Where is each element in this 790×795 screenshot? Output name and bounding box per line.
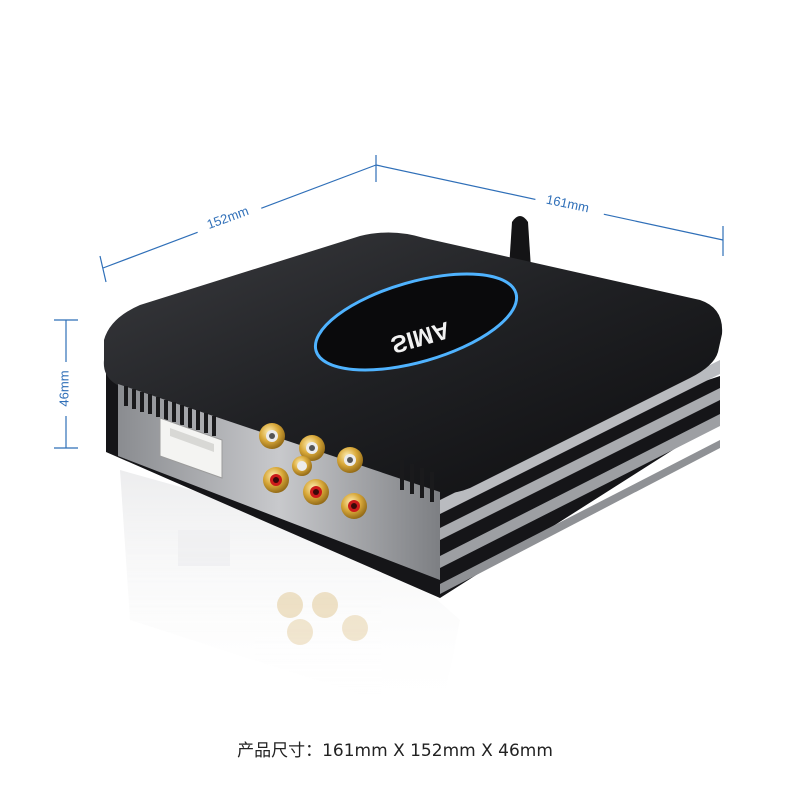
rca-jack: [341, 493, 367, 519]
rca-jack: [299, 435, 325, 461]
fin-highlight: [440, 414, 720, 568]
rca-jack: [292, 456, 312, 476]
rca-jack: [303, 479, 329, 505]
brand-logo-badge: SIMA: [313, 272, 519, 372]
product-reflection: [120, 470, 460, 720]
height-label: 46mm: [56, 370, 72, 407]
rca-jack: [263, 467, 289, 493]
rca-jacks: [259, 423, 367, 519]
rca-jack: [259, 423, 285, 449]
fin-highlight: [440, 360, 720, 514]
rca-jack: [337, 447, 363, 473]
depth-tick-left: [99, 255, 107, 283]
fin-highlight: [440, 388, 720, 540]
power-connector: [159, 417, 223, 479]
product-size-caption: 产品尺寸：161mm X 152mm X 46mm: [237, 741, 553, 761]
vent-slots: [124, 386, 434, 502]
device-body: SIMA: [103, 232, 723, 598]
fin-highlight: [440, 440, 720, 594]
